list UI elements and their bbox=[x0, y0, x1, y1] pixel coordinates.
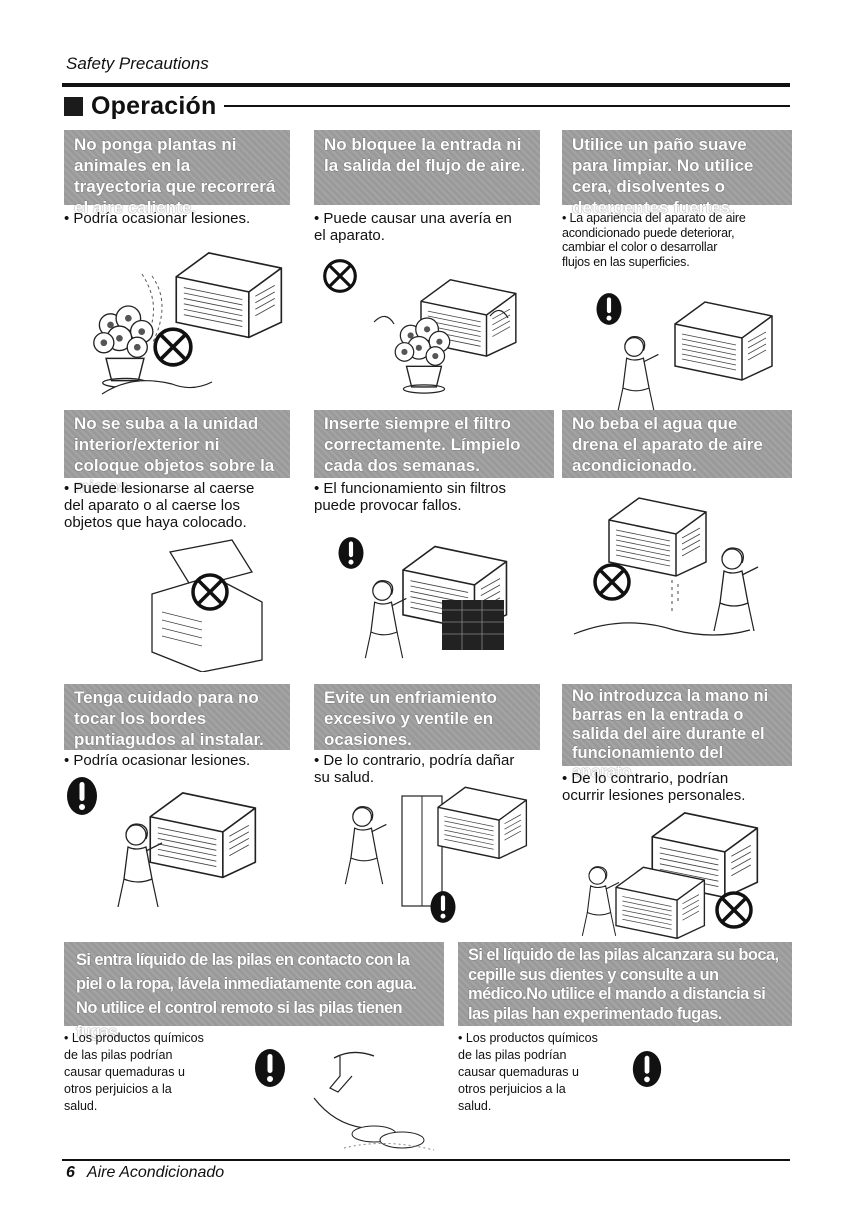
warning-card-filter: Inserte siempre el filtro correctamente.… bbox=[314, 410, 560, 665]
warning-card-drain-water: No beba el agua que drena el aparato de … bbox=[562, 410, 792, 665]
header-rule bbox=[62, 83, 790, 87]
warning-box: Tenga cuidado para no tocar los bordes p… bbox=[64, 684, 290, 750]
warning-box: Si el líquido de las pilas alcanzara su … bbox=[458, 942, 792, 1026]
running-header: Safety Precautions bbox=[66, 54, 209, 73]
climbing-unit-illustration bbox=[151, 539, 263, 672]
plants-airflow-illustration bbox=[93, 252, 283, 395]
drain-water-illustration bbox=[573, 497, 759, 636]
footer-rule bbox=[62, 1159, 790, 1161]
hands-in-vent-illustration bbox=[581, 812, 759, 940]
ventilate-illustration bbox=[344, 786, 528, 923]
section-marker-square bbox=[64, 96, 83, 116]
warning-card-battery-skin: Si entra líquido de las pilas en contact… bbox=[64, 942, 444, 1157]
warning-note: • De lo contrario, podría dañar su salud… bbox=[314, 752, 515, 786]
warning-card-hands: No introduzca la mano ni barras en la en… bbox=[562, 684, 792, 940]
warning-card-ventilate: Evite un enfriamiento excesivo y ventile… bbox=[314, 684, 540, 934]
warning-card-airflow: No bloquee la entrada ni la salida del f… bbox=[314, 130, 540, 400]
warning-box: No ponga plantas ni animales en la traye… bbox=[64, 130, 290, 217]
warning-box: Si entra líquido de las pilas en contact… bbox=[64, 942, 444, 1041]
warning-note: • Puede causar una avería en el aparato. bbox=[314, 210, 512, 244]
warning-box: Utilice un paño suave para limpiar. No u… bbox=[562, 130, 792, 217]
warning-card-plants: No ponga plantas ni animales en la traye… bbox=[64, 130, 290, 400]
warning-note: • Los productos químicos de las pilas po… bbox=[458, 1031, 598, 1113]
warning-note: • Puede lesionarse al caerse del aparato… bbox=[64, 480, 255, 531]
warning-card-battery-mouth: Si el líquido de las pilas alcanzara su … bbox=[458, 942, 792, 1157]
warning-note: • De lo contrario, podrían ocurrir lesio… bbox=[562, 770, 746, 804]
warning-note: • Podría ocasionar lesiones. bbox=[64, 210, 251, 227]
page-number: 6 bbox=[66, 1164, 75, 1181]
warning-box: No bloquee la entrada ni la salida del f… bbox=[314, 130, 540, 205]
section-heading: Operación bbox=[64, 91, 790, 121]
sharp-edges-illustration bbox=[67, 777, 257, 908]
mandatory-icon-panel bbox=[632, 1051, 662, 1087]
warning-box: Evite un enfriamiento excesivo y ventile… bbox=[314, 684, 540, 750]
filter-illustration bbox=[338, 537, 508, 659]
page-footer: 6 Aire Acondicionado bbox=[66, 1164, 224, 1182]
footer-product: Aire Acondicionado bbox=[86, 1164, 225, 1181]
warning-box: No introduzca la mano ni barras en la en… bbox=[562, 684, 792, 781]
section-title: Operación bbox=[91, 91, 217, 120]
warning-note: • La apariencia del aparato de aire acon… bbox=[562, 211, 746, 269]
warning-box: No se suba a la unidad interior/exterior… bbox=[64, 410, 290, 496]
warning-note: • El funcionamiento sin filtros puede pr… bbox=[314, 480, 507, 514]
warning-card-climbing: No se suba a la unidad interior/exterior… bbox=[64, 410, 290, 672]
battery-leak-illustration bbox=[255, 1049, 435, 1151]
warning-note: • Los productos químicos de las pilas po… bbox=[64, 1031, 204, 1113]
warning-box: Inserte siempre el filtro correctamente.… bbox=[314, 410, 554, 478]
warning-card-sharp-edges: Tenga cuidado para no tocar los bordes p… bbox=[64, 684, 290, 934]
blocked-airflow-illustration bbox=[323, 259, 517, 394]
warning-card-cleaning: Utilice un paño suave para limpiar. No u… bbox=[562, 130, 792, 415]
warning-box: No beba el agua que drena el aparato de … bbox=[562, 410, 792, 478]
warning-note: • Podría ocasionar lesiones. bbox=[64, 752, 251, 769]
section-title-rule bbox=[224, 105, 790, 107]
cleaning-illustration bbox=[596, 293, 773, 415]
